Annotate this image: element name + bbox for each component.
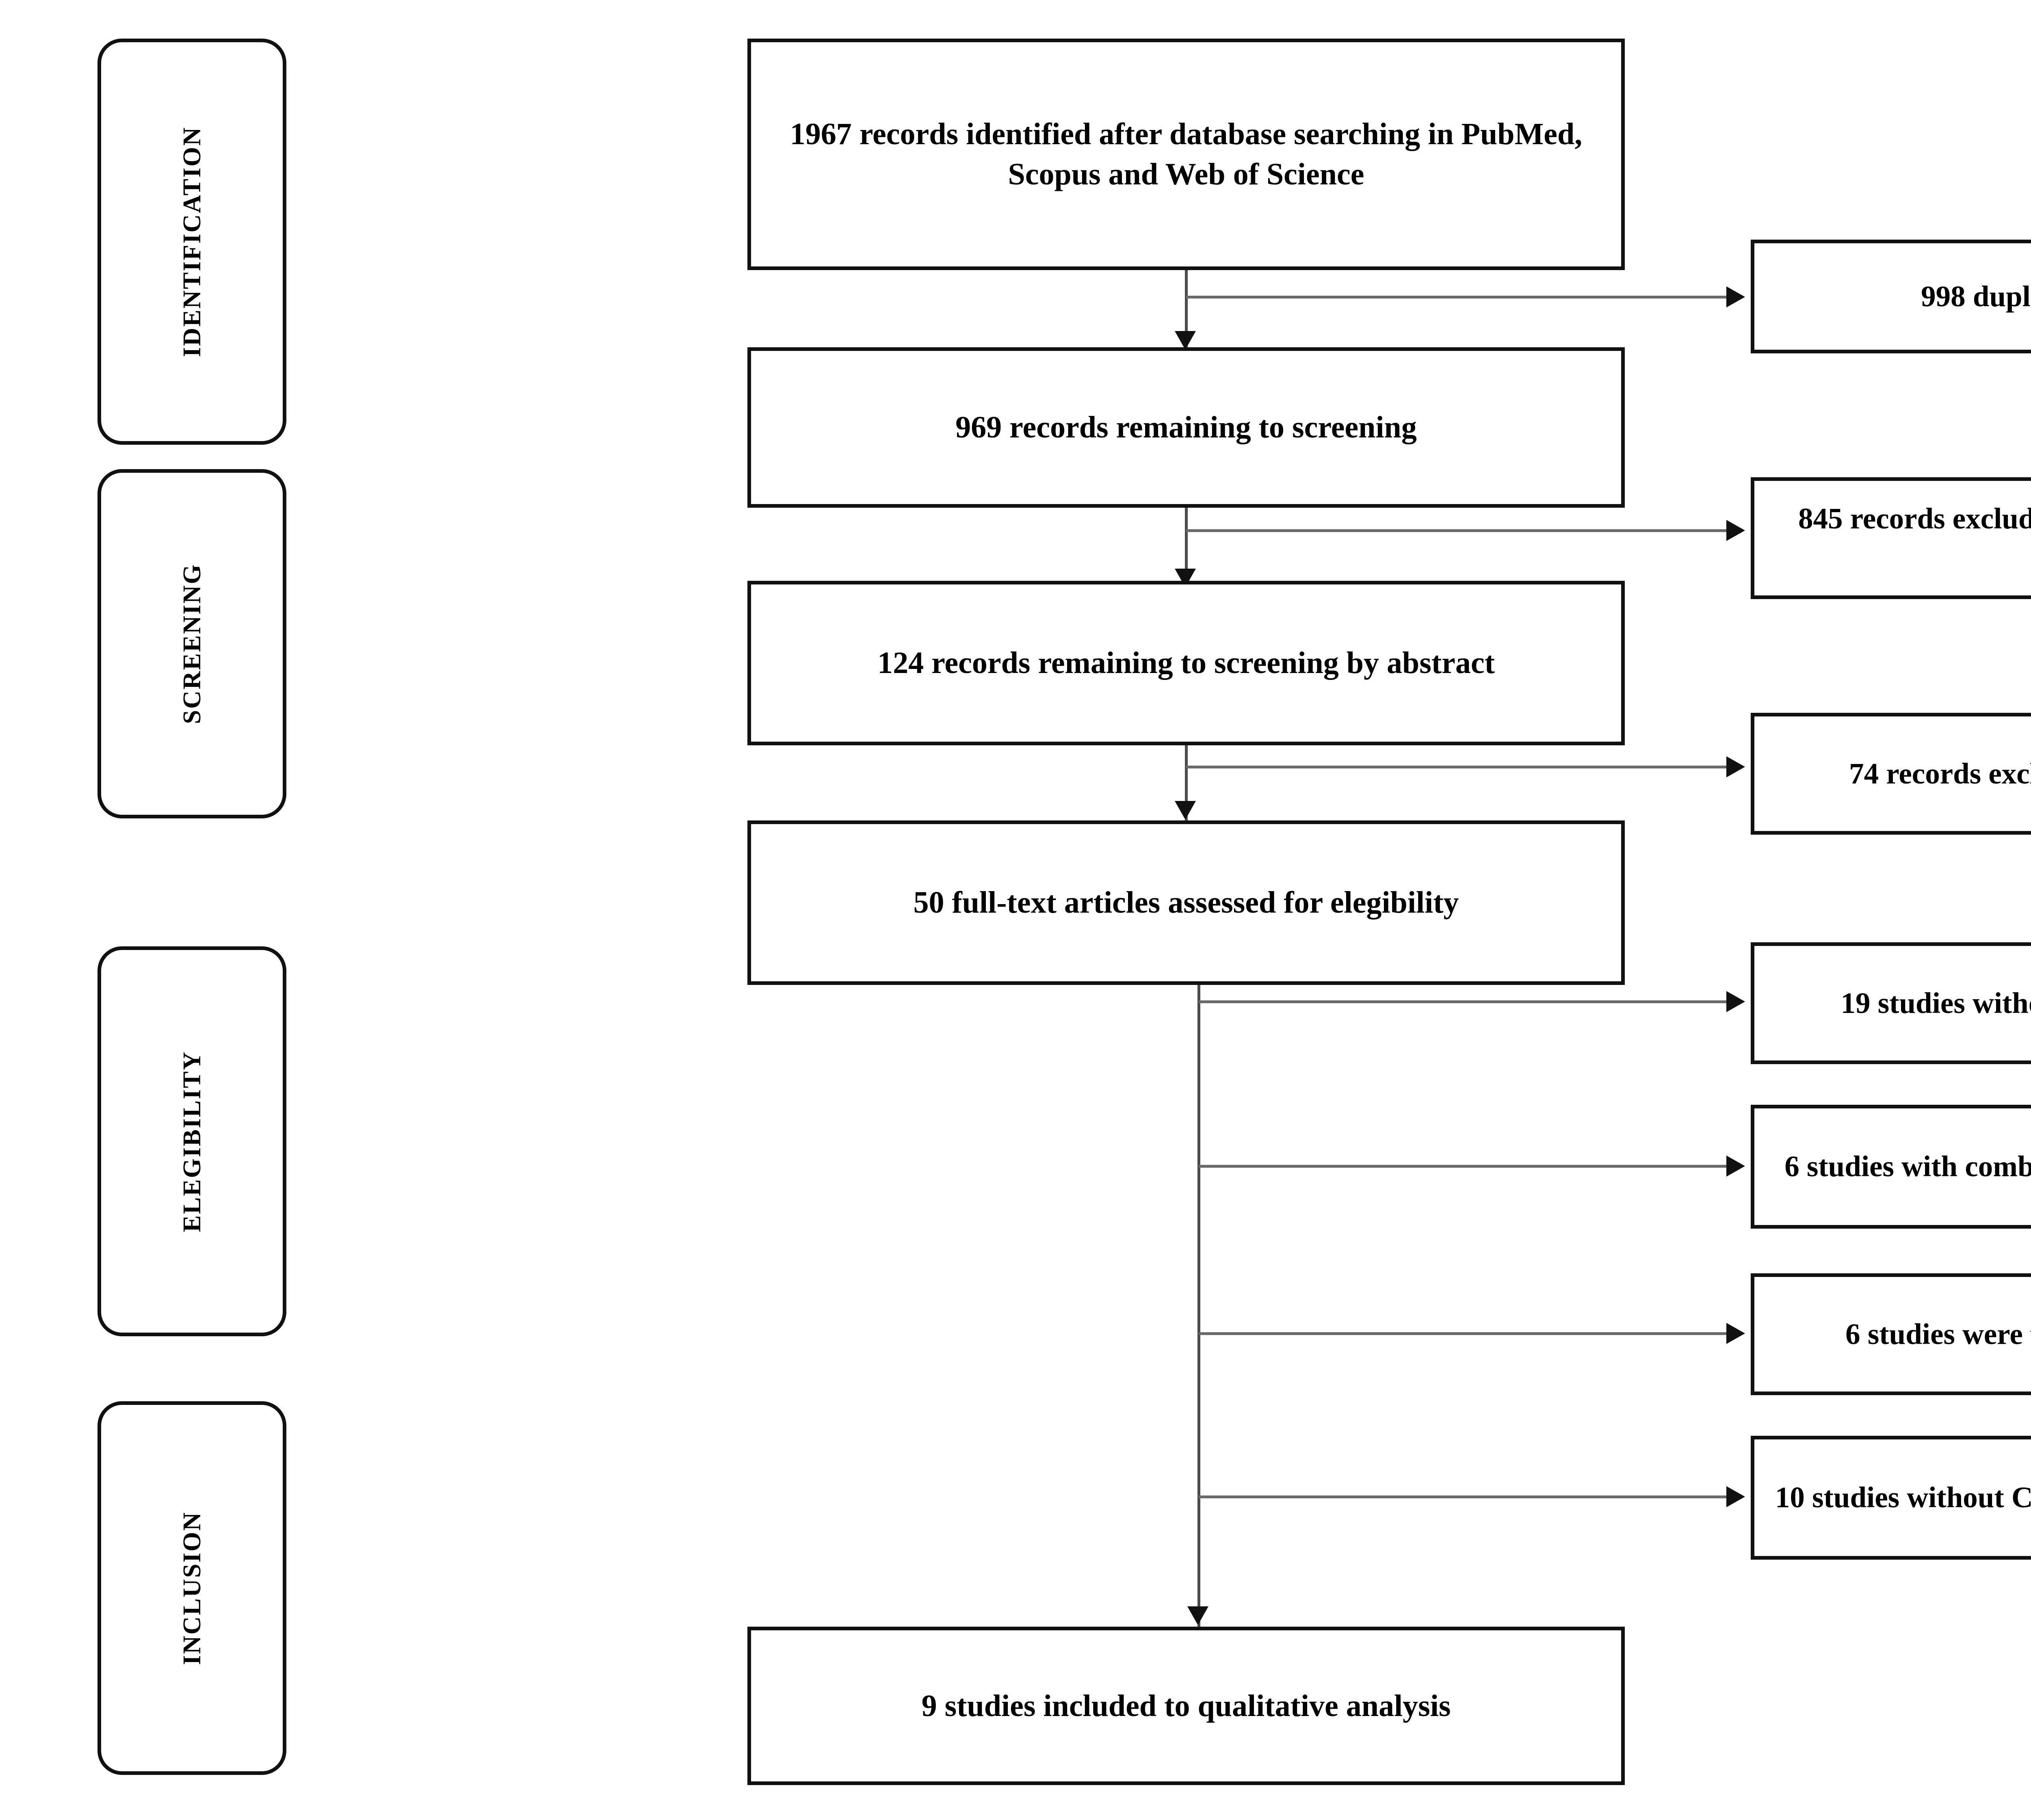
exclusion-box-combined-exercise-diet: 6 studies with combined exercise or diet…: [1751, 1105, 2031, 1229]
phase-identification-label: IDENTIFICATION: [178, 126, 206, 357]
flow-box-records-remaining-abstract-text: 124 records remaining to screening by ab…: [877, 646, 1495, 680]
exclusion-box-no-vo2-or-exercise: 19 studies without VO2 outcome or exerci…: [1751, 942, 2031, 1064]
flow-box-studies-included-text: 9 studies included to qualitative analys…: [921, 1688, 1451, 1723]
connector-to-no-vo2-or-exercise: [1199, 1000, 1735, 1003]
arrow-down-to-studies-included: [1187, 1606, 1208, 1625]
phase-inclusion: INCLUSION: [97, 1401, 286, 1775]
exclusion-box-follow-up-or-duplicated-text: 6 studies were follow up or duplicated d…: [1845, 1317, 2031, 1350]
connector-to-follow-up-or-duplicated: [1199, 1332, 1735, 1335]
exclusion-box-combined-exercise-diet-text: 6 studies with combined exercise or diet…: [1784, 1150, 2031, 1183]
phase-screening-label: SCREENING: [178, 563, 206, 724]
flow-box-studies-included: 9 studies included to qualitative analys…: [747, 1627, 1625, 1785]
phase-elegibility-label: ELEGIBILITY: [178, 1050, 206, 1232]
connector-to-duplicates-excluded: [1186, 296, 1734, 299]
phase-screening: SCREENING: [97, 469, 286, 818]
exclusion-box-no-cg-or-chemo-text: 10 studies without CG or chemotherapy/br…: [1775, 1481, 2031, 1514]
connector-to-no-cg-or-chemo: [1199, 1495, 1735, 1498]
connector-identified-to-remaining: [1185, 268, 1188, 349]
exclusion-box-duplicates-excluded: 998 duplicate records excluded: [1751, 240, 2031, 353]
exclusion-box-follow-up-or-duplicated: 6 studies were follow up or duplicated d…: [1751, 1273, 2031, 1395]
phase-identification: IDENTIFICATION: [97, 39, 286, 445]
arrow-right-to-follow-up-or-duplicated: [1726, 1323, 1745, 1344]
flow-box-records-remaining-screening-text: 969 records remaining to screening: [955, 410, 1417, 445]
exclusion-box-no-vo2-or-exercise-text: 19 studies without VO2 outcome or exerci…: [1840, 986, 2031, 1019]
arrow-right-to-excluded-after-abstract: [1726, 756, 1745, 777]
exclusion-box-excluded-after-abstract-text: 74 records excluded after abstract readi…: [1849, 757, 2031, 790]
exclusion-box-duplicates-excluded-text: 998 duplicate records excluded: [1921, 279, 2031, 313]
flow-box-records-identified: 1967 records identified after database s…: [747, 39, 1625, 270]
exclusion-box-no-cg-or-chemo: 10 studies without CG or chemotherapy/br…: [1751, 1436, 2031, 1560]
flow-box-records-remaining-abstract: 124 records remaining to screening by ab…: [747, 581, 1625, 745]
connector-fulltext-branch-spine: [1197, 983, 1200, 1633]
flow-box-records-remaining-screening: 969 records remaining to screening: [747, 347, 1625, 508]
flow-box-full-text-assessed-text: 50 full-text articles assessed for elegi…: [913, 885, 1459, 920]
exclusion-box-excluded-after-abstract: 74 records excluded after abstract readi…: [1751, 713, 2031, 835]
connector-remaining-to-abstract: [1185, 506, 1188, 589]
phase-elegibility: ELEGIBILITY: [97, 946, 286, 1336]
connector-to-excluded-after-abstract: [1186, 766, 1734, 768]
arrow-down-to-fulltext: [1175, 801, 1196, 820]
connector-to-combined-exercise-diet: [1199, 1165, 1735, 1168]
arrow-right-to-combined-exercise-diet: [1726, 1156, 1745, 1177]
connector-to-excluded-by-title: [1186, 529, 1734, 532]
flow-box-full-text-assessed: 50 full-text articles assessed for elegi…: [747, 820, 1625, 985]
flow-box-records-identified-text: 1967 records identified after database s…: [790, 117, 1583, 191]
exclusion-box-excluded-by-title-text: 845 records excluded by title not adress…: [1798, 502, 2031, 535]
exclusion-box-excluded-by-title: 845 records excluded by title not adress…: [1751, 477, 2031, 599]
arrow-right-to-duplicates-excluded: [1726, 286, 1745, 307]
arrow-right-to-no-vo2-or-exercise: [1726, 991, 1745, 1012]
arrow-right-to-excluded-by-title: [1726, 520, 1745, 541]
arrow-right-to-no-cg-or-chemo: [1726, 1486, 1745, 1507]
phase-inclusion-label: INCLUSION: [178, 1511, 206, 1665]
connector-abstract-to-fulltext: [1185, 744, 1188, 821]
arrow-down-to-remaining: [1175, 331, 1196, 350]
